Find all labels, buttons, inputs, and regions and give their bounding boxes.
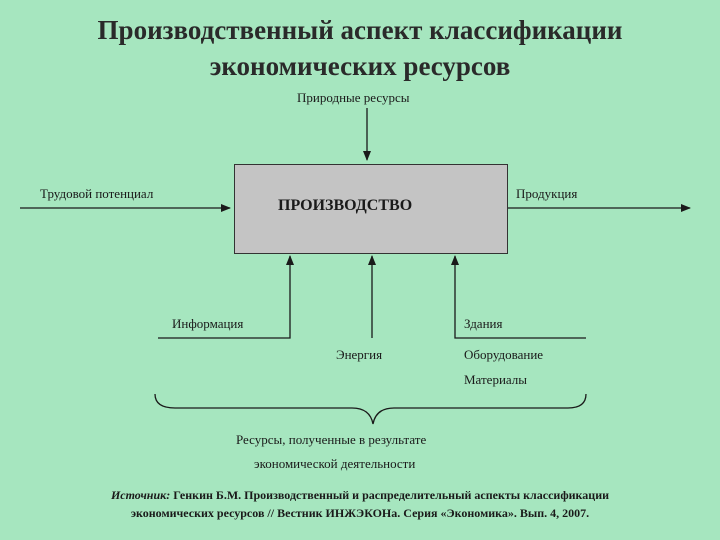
source-citation: Источник: Генкин Б.М. Производственный и… bbox=[0, 486, 720, 522]
buildings-label: Здания bbox=[464, 316, 503, 331]
information-label: Информация bbox=[172, 316, 244, 331]
labor-potential-label: Трудовой потенциал bbox=[40, 186, 154, 201]
source-line-1-text: Генкин Б.М. Производственный и распредел… bbox=[170, 488, 610, 502]
materials-label: Материалы bbox=[464, 372, 528, 387]
curly-brace bbox=[154, 393, 587, 425]
production-label: ПРОИЗВОДСТВО bbox=[278, 197, 413, 214]
source-label: Источник: bbox=[110, 488, 171, 502]
title-line-2: экономических ресурсов bbox=[209, 51, 511, 81]
equipment-label: Оборудование bbox=[464, 347, 544, 362]
brace-caption-line-2: экономической деятельности bbox=[254, 456, 416, 471]
energy-label: Энергия bbox=[336, 347, 383, 362]
title-line-1: Производственный аспект классификации bbox=[97, 15, 623, 45]
output-label: Продукция bbox=[516, 186, 578, 201]
production-box bbox=[234, 164, 508, 254]
arrow-buildings bbox=[451, 255, 586, 339]
source-line-2: экономических ресурсов // Вестник ИНЖЭКО… bbox=[130, 506, 590, 520]
page-title: Производственный аспект классификации эк… bbox=[0, 12, 720, 84]
source-line-1: Источник: Генкин Б.М. Производственный и… bbox=[0, 486, 720, 504]
brace-caption-line-1: Ресурсы, полученные в результате bbox=[236, 432, 427, 447]
arrow-information bbox=[158, 255, 294, 339]
natural-resources-label: Природные ресурсы bbox=[297, 90, 410, 105]
